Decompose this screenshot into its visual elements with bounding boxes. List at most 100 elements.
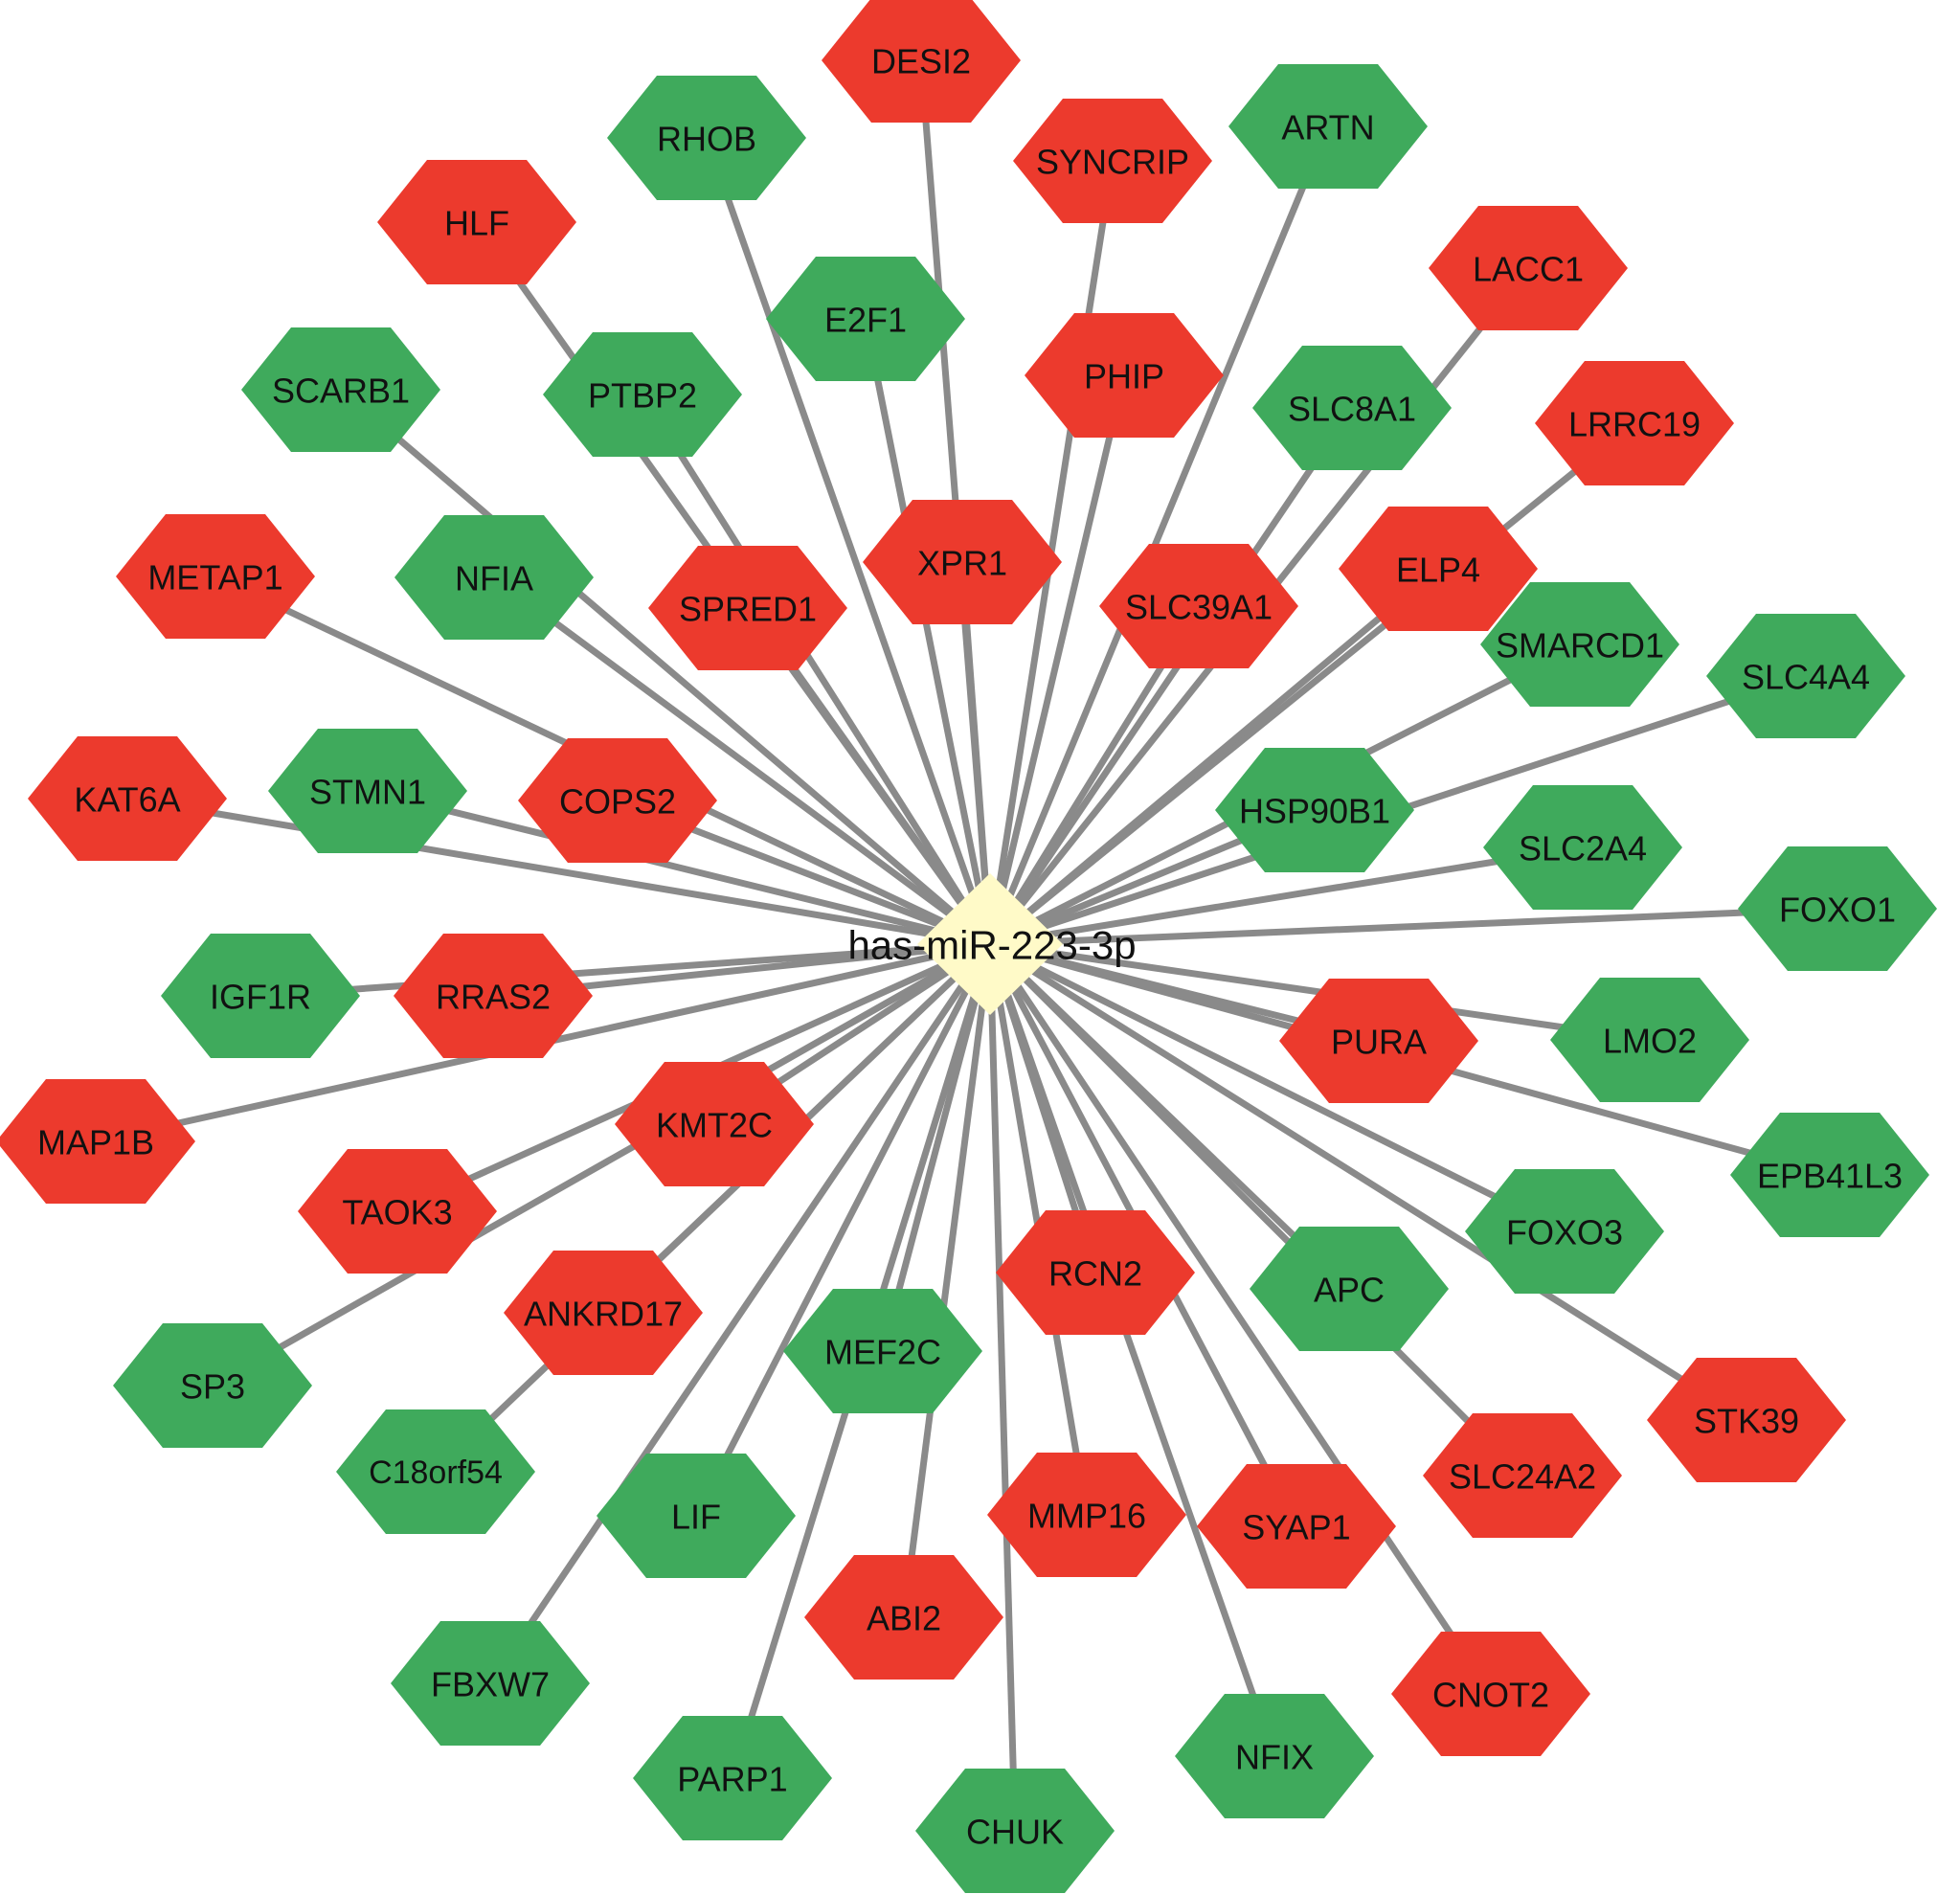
node-label: PURA — [1331, 1023, 1427, 1062]
node-hexagon — [1391, 1632, 1590, 1756]
node-foxo3[interactable]: FOXO3 — [1465, 1169, 1664, 1294]
node-metap1[interactable]: METAP1 — [116, 514, 315, 639]
node-syncrip[interactable]: SYNCRIP — [1013, 99, 1212, 223]
node-kat6a[interactable]: KAT6A — [28, 736, 227, 861]
node-hexagon — [915, 1769, 1115, 1893]
node-rcn2[interactable]: RCN2 — [996, 1210, 1195, 1335]
node-hexagon — [822, 0, 1021, 123]
node-rhob[interactable]: RHOB — [607, 76, 806, 200]
node-phip[interactable]: PHIP — [1025, 313, 1224, 438]
node-label: ANKRD17 — [524, 1295, 683, 1334]
node-mef2c[interactable]: MEF2C — [783, 1289, 982, 1413]
node-nfix[interactable]: NFIX — [1175, 1694, 1374, 1818]
node-chuk[interactable]: CHUK — [915, 1769, 1115, 1893]
node-lmo2[interactable]: LMO2 — [1550, 978, 1749, 1102]
node-label: SLC39A1 — [1125, 588, 1273, 627]
node-hsp90b1[interactable]: HSP90B1 — [1215, 748, 1414, 872]
node-foxo1[interactable]: FOXO1 — [1738, 846, 1937, 971]
node-label: TAOK3 — [342, 1193, 452, 1232]
node-label: KAT6A — [74, 780, 180, 820]
node-label: LIF — [671, 1498, 721, 1537]
node-hexagon — [987, 1453, 1186, 1577]
node-scarb1[interactable]: SCARB1 — [241, 327, 440, 452]
node-cnot2[interactable]: CNOT2 — [1391, 1632, 1590, 1756]
node-slc8a1[interactable]: SLC8A1 — [1252, 346, 1452, 470]
node-hexagon — [1339, 507, 1538, 631]
edge-kat6a — [126, 795, 991, 948]
node-igf1r[interactable]: IGF1R — [161, 934, 360, 1058]
center-node[interactable]: has-miR-223-3p — [847, 873, 1137, 1015]
node-artn[interactable]: ARTN — [1228, 64, 1428, 189]
node-hexagon — [783, 1289, 982, 1413]
node-ptbp2[interactable]: PTBP2 — [543, 332, 742, 457]
node-parp1[interactable]: PARP1 — [633, 1716, 832, 1840]
node-smarcd1[interactable]: SMARCD1 — [1480, 582, 1679, 707]
node-spred1[interactable]: SPRED1 — [648, 546, 847, 670]
node-label: ARTN — [1281, 108, 1374, 147]
node-rras2[interactable]: RRAS2 — [394, 934, 593, 1058]
node-xpr1[interactable]: XPR1 — [863, 500, 1062, 624]
edge-artn — [986, 124, 1332, 946]
node-hexagon — [1738, 846, 1937, 971]
node-label: NFIX — [1235, 1738, 1314, 1777]
node-slc2a4[interactable]: SLC2A4 — [1483, 785, 1682, 910]
node-label: FOXO1 — [1779, 891, 1896, 930]
node-desi2[interactable]: DESI2 — [822, 0, 1021, 123]
node-slc39a1[interactable]: SLC39A1 — [1099, 544, 1298, 668]
node-stk39[interactable]: STK39 — [1647, 1358, 1846, 1482]
node-e2f1[interactable]: E2F1 — [766, 257, 965, 381]
node-label: SCARB1 — [272, 372, 410, 411]
node-lrrc19[interactable]: LRRC19 — [1535, 361, 1734, 485]
edge-lif — [692, 942, 994, 1518]
node-hexagon — [1480, 582, 1679, 707]
node-abi2[interactable]: ABI2 — [804, 1555, 1003, 1680]
node-fbxw7[interactable]: FBXW7 — [391, 1621, 590, 1746]
node-label: SYAP1 — [1242, 1508, 1350, 1547]
node-taok3[interactable]: TAOK3 — [298, 1149, 497, 1274]
node-hexagon — [241, 327, 440, 452]
node-hlf[interactable]: HLF — [377, 160, 576, 284]
node-hexagon — [1279, 979, 1478, 1103]
node-hexagon — [633, 1716, 832, 1840]
node-slc4a4[interactable]: SLC4A4 — [1706, 614, 1905, 738]
node-hexagon — [1465, 1169, 1664, 1294]
node-kmt2c[interactable]: KMT2C — [615, 1062, 814, 1186]
node-hexagon — [394, 515, 594, 640]
edge-cnot2 — [987, 942, 1494, 1696]
node-sp3[interactable]: SP3 — [113, 1323, 312, 1448]
node-stmn1[interactable]: STMN1 — [268, 729, 467, 853]
node-label: SLC8A1 — [1288, 390, 1416, 429]
node-label: METAP1 — [147, 558, 282, 598]
node-ankrd17[interactable]: ANKRD17 — [504, 1251, 703, 1375]
node-hexagon — [804, 1555, 1003, 1680]
node-nfia[interactable]: NFIA — [394, 515, 594, 640]
node-label: RHOB — [657, 120, 756, 159]
node-hexagon — [1550, 978, 1749, 1102]
node-syap1[interactable]: SYAP1 — [1197, 1464, 1396, 1589]
node-elp4[interactable]: ELP4 — [1339, 507, 1538, 631]
node-lacc1[interactable]: LACC1 — [1429, 206, 1628, 330]
node-label: LACC1 — [1473, 250, 1584, 289]
node-label: PHIP — [1084, 357, 1164, 396]
edge-rhob — [703, 136, 994, 946]
node-label: KMT2C — [656, 1106, 773, 1145]
node-c18orf54[interactable]: C18orf54 — [336, 1409, 535, 1534]
node-label: SLC2A4 — [1519, 829, 1647, 868]
node-pura[interactable]: PURA — [1279, 979, 1478, 1103]
node-map1b[interactable]: MAP1B — [0, 1079, 195, 1204]
edge-c18orf54 — [433, 941, 993, 1475]
node-lif[interactable]: LIF — [597, 1454, 796, 1578]
node-label: MMP16 — [1027, 1497, 1146, 1536]
node-label: LMO2 — [1603, 1022, 1697, 1061]
node-apc[interactable]: APC — [1250, 1227, 1449, 1351]
node-hexagon — [1535, 361, 1734, 485]
node-label: MAP1B — [37, 1123, 154, 1162]
node-mmp16[interactable]: MMP16 — [987, 1453, 1186, 1577]
node-slc24a2[interactable]: SLC24A2 — [1423, 1413, 1622, 1538]
edge-foxo1 — [989, 905, 1838, 948]
node-epb41l3[interactable]: EPB41L3 — [1730, 1113, 1929, 1237]
node-hexagon — [1215, 748, 1414, 872]
node-hexagon — [268, 729, 467, 853]
node-cops2[interactable]: COPS2 — [518, 738, 717, 863]
